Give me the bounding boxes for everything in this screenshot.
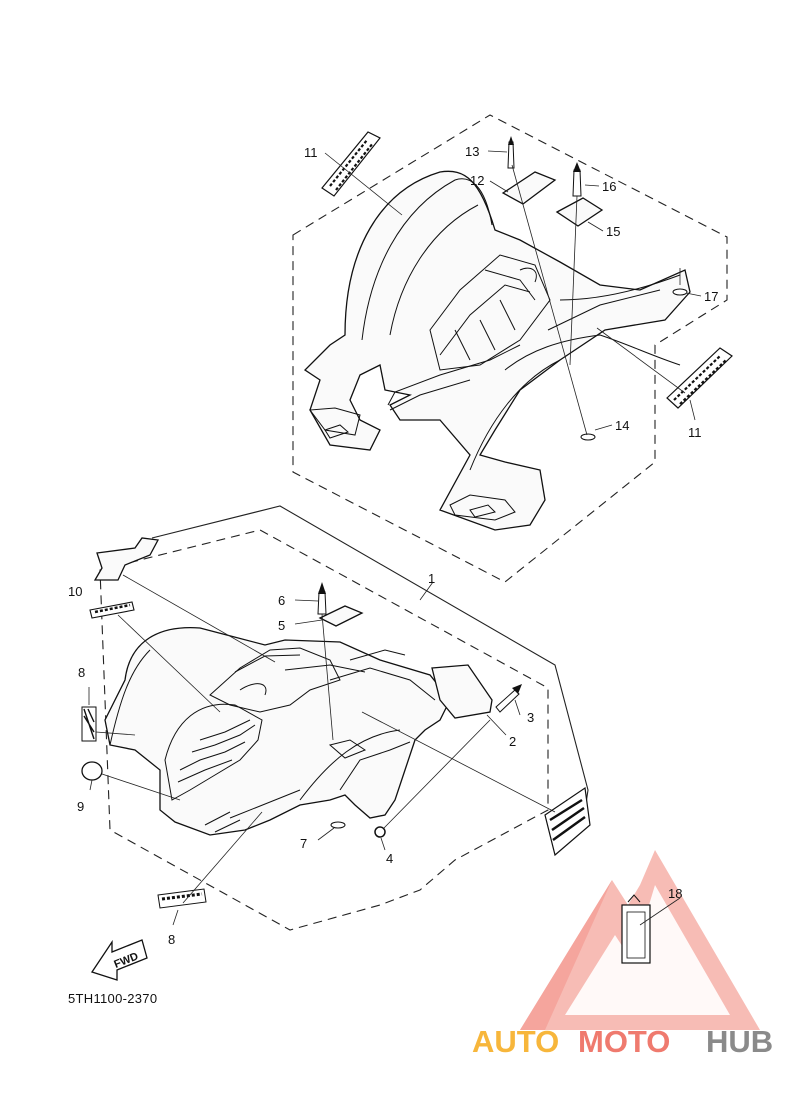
- rear-fender-group: [292, 114, 733, 583]
- callout-10: 10: [68, 584, 82, 599]
- callout-16: 16: [602, 179, 616, 194]
- watermark-text: AUTO MOTO HUB: [472, 1024, 773, 1059]
- callout-18: 18: [668, 886, 682, 901]
- callout-labels: 1 2 3 4 5 6 7 8 8 9 10 11 11 12 13 14 15…: [68, 144, 718, 947]
- callout-17: 17: [704, 289, 718, 304]
- front-plate-5: [318, 605, 364, 627]
- callout-8-upper: 8: [78, 665, 85, 680]
- reflector-8-bottom: [157, 888, 207, 909]
- callout-7: 7: [300, 836, 307, 851]
- rear-fender-shape: [303, 170, 691, 531]
- lens-9: [81, 761, 103, 781]
- emblem-10: [89, 601, 135, 619]
- callout-4: 4: [386, 851, 393, 866]
- callout-11-lower: 11: [688, 425, 702, 440]
- grommet-7: [330, 821, 346, 829]
- front-group-boundary: [99, 529, 549, 931]
- emblem-11-right: [666, 347, 733, 409]
- grommet-4: [374, 826, 386, 838]
- callout-13: 13: [465, 144, 479, 159]
- mud-flap-right: [544, 786, 591, 857]
- grommet-14: [580, 433, 596, 441]
- callout-3: 3: [527, 710, 534, 725]
- front-fender-shape: [104, 626, 451, 836]
- callout-12: 12: [470, 173, 484, 188]
- fwd-arrow-icon: FWD: [90, 939, 148, 981]
- rear-plate-12: [501, 171, 557, 205]
- front-plate-2: [431, 664, 493, 719]
- grommet-17: [672, 288, 688, 296]
- rear-plate-15: [555, 197, 604, 227]
- label-tag-18: [621, 894, 651, 964]
- callout-14: 14: [615, 418, 629, 433]
- rivet-16: [572, 162, 582, 197]
- watermark-part2: MOTO: [578, 1024, 670, 1059]
- callout-15: 15: [606, 224, 620, 239]
- rivet-13: [507, 136, 515, 169]
- watermark-part1: AUTO: [472, 1024, 559, 1059]
- reflector-8-left: [81, 706, 97, 742]
- callout-6: 6: [278, 593, 285, 608]
- rear-group-boundary: [292, 114, 728, 583]
- emblem-11-left: [321, 131, 381, 197]
- callout-8-lower: 8: [168, 932, 175, 947]
- diagram-code: 5TH1100-2370: [68, 991, 157, 1006]
- callout-5: 5: [278, 618, 285, 633]
- callout-9: 9: [77, 799, 84, 814]
- watermark-part3: HUB: [706, 1024, 773, 1059]
- decal-top-left: [93, 537, 160, 581]
- callout-2: 2: [509, 734, 516, 749]
- rivet-3: [495, 684, 522, 713]
- callout-11-upper: 11: [304, 145, 318, 160]
- front-fender-group: [81, 505, 681, 964]
- rivet-6: [317, 582, 327, 615]
- callout-1: 1: [428, 571, 435, 586]
